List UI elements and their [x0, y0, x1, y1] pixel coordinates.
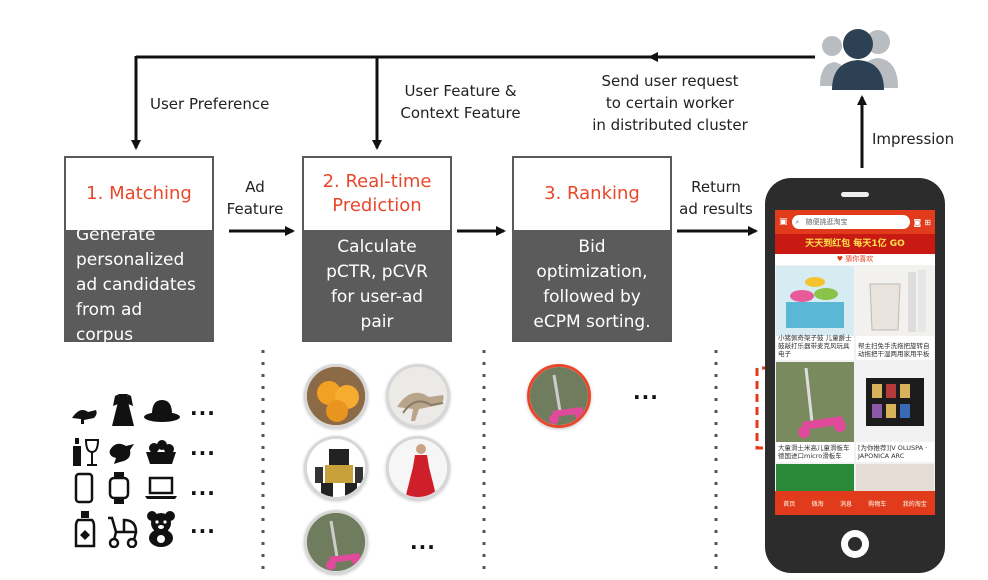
phone-speaker [841, 192, 869, 197]
ellipsis-row3: ... [190, 476, 216, 500]
product-scooter [304, 510, 368, 574]
product-scooter-ranked [527, 364, 591, 428]
product-red-dress [386, 436, 450, 500]
ellipsis-row1: ... [190, 396, 216, 420]
impression-label: Impression [872, 130, 955, 148]
dress-icon [112, 394, 134, 426]
tile-scooter-text: 大童滑土米高儿童滑板车 德国进口micro滑板车 [778, 444, 850, 460]
highlight-bracket [755, 366, 770, 450]
stage-prediction-body: Calculate pCTR, pCVR for user-ad pair [304, 230, 450, 340]
tile-mop[interactable]: 帮主扫免手洗拖把旋转自动拖把干湿两用家用平板 [856, 266, 934, 360]
tile-bottom-left[interactable] [776, 464, 854, 494]
stage-prediction-title: 2. Real-time Prediction [322, 171, 432, 216]
bottle-icon [74, 511, 96, 548]
stage-matching: 1. Matching Generate personalized ad can… [64, 156, 214, 345]
nav-my-taobao[interactable]: 我的淘宝 [902, 500, 927, 508]
stage-ranking: 3. Ranking Bid optimization, followed by… [512, 156, 672, 342]
phone-mockup: ▣ ⌕ 随便挑逛淘宝 ◙ ⊞ 天天到红包 每天1亿 GO ♥ 猜你喜欢 小猪佩奇… [765, 178, 945, 573]
tile-scooter-image [776, 362, 854, 442]
search-input[interactable]: ⌕ 随便挑逛淘宝 [791, 215, 910, 229]
tile-candles-image [856, 362, 934, 442]
hat-icon [144, 400, 180, 422]
laptop-icon [145, 476, 177, 499]
camera-icon[interactable]: ◙ [913, 217, 922, 227]
tile-mop-text: 帮主扫免手洗拖把旋转自动拖把干湿两用家用平板 [858, 342, 930, 358]
tile-scooter[interactable]: 大童滑土米高儿童滑板车 德国进口micro滑板车 [776, 362, 854, 462]
fruit-basket-icon [146, 440, 176, 464]
high-heel-icon [72, 410, 97, 424]
tile-drum[interactable]: 小猪佩奇架子鼓 儿童爵士鼓敲打乐器带麦克风玩具电子 [776, 266, 854, 360]
stage-matching-body: Generate personalized ad candidates from… [66, 225, 212, 345]
user-feature-label: User Feature & Context Feature [400, 82, 521, 122]
app-header: ▣ ⌕ 随便挑逛淘宝 ◙ ⊞ [775, 210, 935, 234]
scan-icon[interactable]: ▣ [779, 217, 788, 227]
home-button[interactable] [841, 530, 869, 558]
tile-drum-text: 小猪佩奇架子鼓 儿童爵士鼓敲打乐器带麦克风玩具电子 [778, 334, 852, 358]
promo-banner[interactable]: 天天到红包 每天1亿 GO [775, 234, 935, 254]
search-placeholder: 随便挑逛淘宝 [805, 218, 848, 226]
tile-drum-image [776, 266, 854, 336]
stroller-icon [108, 516, 138, 548]
send-request-label: Send user request to certain worker in d… [592, 72, 748, 134]
tile-candles-text: [为你推荐]|V OLUSPA · JAPONICA ARC [858, 444, 928, 460]
grid-icon[interactable]: ⊞ [924, 217, 931, 227]
ad-feature-label: Ad Feature [226, 178, 284, 218]
tile-bottom-right[interactable] [856, 464, 934, 494]
stage-matching-title: 1. Matching [86, 183, 192, 204]
ellipsis-row4: ... [190, 514, 216, 538]
stage-ranking-title: 3. Ranking [544, 183, 640, 204]
tile-candles[interactable]: [为你推荐]|V OLUSPA · JAPONICA ARC [856, 362, 934, 462]
users-icon [820, 29, 898, 90]
tile-mop-image [856, 266, 934, 336]
nav-home[interactable]: 首页 [783, 500, 796, 508]
teddy-bear-icon [147, 511, 175, 547]
app-bottom-nav: 首页 微淘 消息 购物车 我的淘宝 [775, 491, 935, 515]
phone-screen: ▣ ⌕ 随便挑逛淘宝 ◙ ⊞ 天天到红包 每天1亿 GO ♥ 猜你喜欢 小猪佩奇… [775, 210, 935, 515]
nav-cart[interactable]: 购物车 [868, 500, 887, 508]
wine-icon [73, 438, 100, 466]
watch-icon [108, 472, 130, 504]
user-preference-label: User Preference [150, 95, 270, 113]
bird-icon [109, 443, 134, 464]
section-title: ♥ 猜你喜欢 [775, 254, 935, 265]
ellipsis-row2: ... [190, 436, 216, 460]
nav-messages[interactable]: 消息 [839, 500, 852, 508]
product-heels [386, 364, 450, 428]
return-results-label: Return ad results [679, 178, 753, 218]
ellipsis-ranking: ... [633, 380, 659, 404]
ellipsis-predictions: ... [410, 530, 436, 554]
stage-prediction: 2. Real-time Prediction Calculate pCTR, … [302, 156, 452, 342]
nav-weitao[interactable]: 微淘 [811, 500, 824, 508]
product-robot-toy [304, 436, 368, 500]
stage-ranking-body: Bid optimization, followed by eCPM sorti… [514, 230, 670, 340]
phone-icon [74, 472, 94, 504]
search-icon: ⌕ [795, 218, 800, 226]
product-oranges [304, 364, 368, 428]
